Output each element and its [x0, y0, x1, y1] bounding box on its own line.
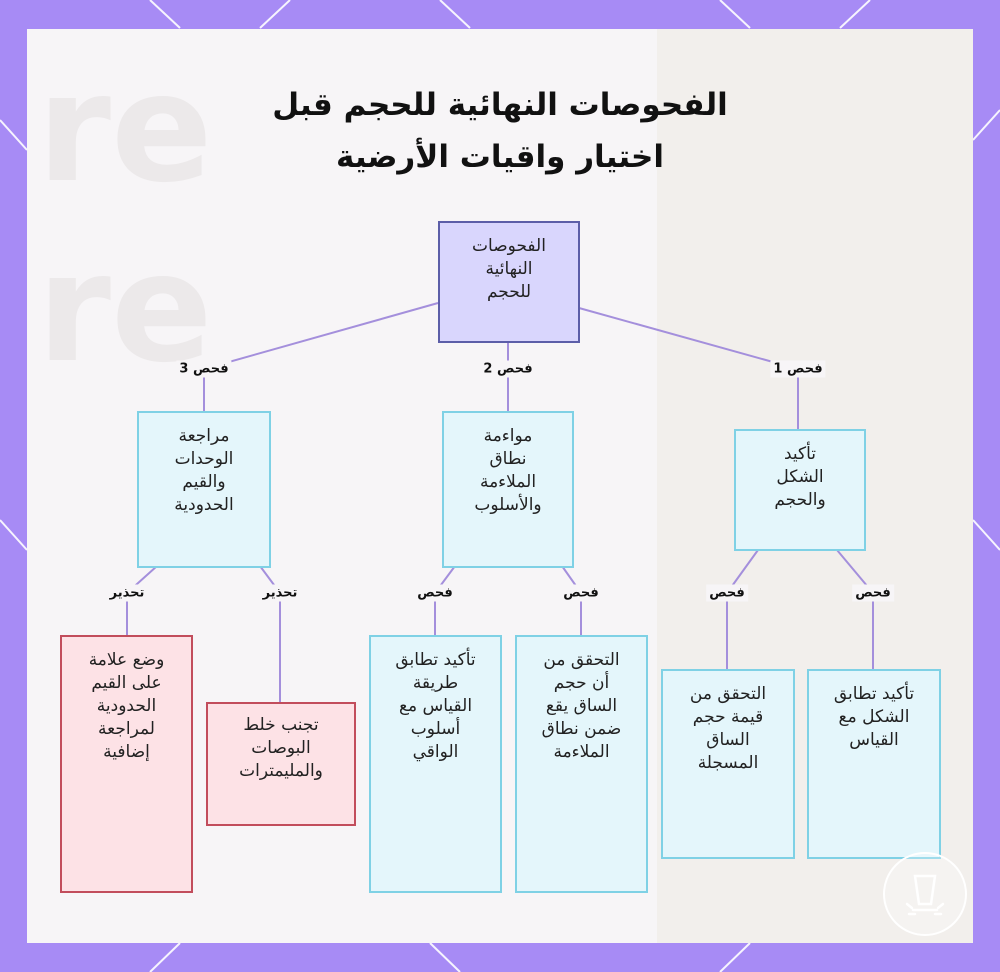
title-line-2: اختيار واقيات الأرضية: [336, 139, 664, 175]
edge-label-method-match: فحص: [414, 584, 456, 602]
node-fit-range-line: والأسلوب: [474, 495, 542, 515]
node-method-match-line: أسلوب: [410, 719, 461, 739]
node-shape-match-line: القياس: [849, 730, 899, 750]
edge-label-boundary-warning: تحذير: [106, 584, 148, 602]
node-units-warning-line: البوصات: [251, 738, 311, 758]
node-range-check-line: أن حجم: [553, 673, 610, 693]
node-root-line: النهائية: [485, 259, 533, 279]
node-recorded-size-line: التحقق من: [689, 684, 767, 704]
node-shape-match: تأكيد تطابق الشكل مع القياس: [807, 669, 941, 859]
node-root: الفحوصات النهائية للحجم: [438, 221, 580, 343]
node-range-check-line: الساق يقع: [545, 696, 618, 716]
edge-label-check-3: فحص 3: [176, 360, 232, 378]
node-shape-size-line: تأكيد: [783, 444, 817, 464]
node-units-warning-line: والمليمترات: [239, 761, 323, 781]
node-method-match: تأكيد تطابق طريقة القياس مع أسلوب الواقي: [369, 635, 502, 893]
node-boundary-warning-line: الحدودية: [96, 696, 157, 716]
node-boundary-warning-line: إضافية: [103, 742, 150, 762]
page-title: الفحوصات النهائية للحجم قبل اختيار واقيا…: [27, 79, 973, 183]
node-recorded-size-line: قيمة حجم: [692, 707, 764, 727]
node-method-match-line: طريقة: [412, 673, 459, 693]
edge-cat1-c1b: [726, 549, 759, 669]
watermark-text-top: re: [37, 42, 213, 216]
node-units-warning-line: تجنب خلط: [243, 715, 319, 735]
node-shape-match-line: تأكيد تطابق: [833, 684, 915, 704]
node-units-review-line: الوحدات: [174, 449, 234, 469]
edge-label-range-check: فحص: [560, 584, 602, 602]
node-range-check-line: الملاءمة: [553, 742, 610, 762]
edge-label-units-warning: تحذير: [259, 584, 301, 602]
edge-label-check-1: فحص 1: [770, 360, 826, 378]
node-fit-range-line: مواءمة: [483, 426, 533, 446]
node-recorded-size: التحقق من قيمة حجم الساق المسجلة: [661, 669, 795, 859]
node-recorded-size-line: الساق: [706, 730, 750, 750]
watermark-text-bottom: re: [37, 222, 213, 396]
node-range-check: التحقق من أن حجم الساق يقع ضمن نطاق المل…: [515, 635, 648, 893]
edge-label-check-2: فحص 2: [480, 360, 536, 378]
node-shape-size-line: والحجم: [774, 490, 826, 510]
node-shape-match-line: الشكل مع: [838, 707, 910, 727]
node-range-check-line: التحقق من: [543, 650, 620, 670]
node-recorded-size-line: المسجلة: [697, 753, 759, 773]
node-units-review-line: مراجعة: [178, 426, 230, 446]
node-units-warning: تجنب خلط البوصات والمليمترات: [206, 702, 356, 826]
node-units-review-line: والقيم: [182, 472, 226, 492]
node-boundary-warning-line: على القيم: [91, 673, 162, 693]
node-boundary-warning-line: لمراجعة: [98, 719, 155, 739]
node-method-match-line: تأكيد تطابق: [395, 650, 476, 670]
node-shape-size-line: الشكل: [776, 467, 824, 487]
node-root-line: للحجم: [486, 282, 532, 302]
node-fit-range: مواءمة نطاق الملاءمة والأسلوب: [442, 411, 574, 568]
edge-cat1-c1a: [836, 549, 874, 669]
node-units-review-line: الحدودية: [174, 495, 234, 515]
edge-root-check1: [578, 307, 799, 370]
node-boundary-warning: وضع علامة على القيم الحدودية لمراجعة إضا…: [60, 635, 193, 893]
node-method-match-line: القياس مع: [398, 696, 473, 716]
node-shape-size: تأكيد الشكل والحجم: [734, 429, 866, 551]
node-fit-range-line: الملاءمة: [479, 472, 537, 492]
node-boundary-warning-line: وضع علامة: [88, 650, 165, 670]
node-root-line: الفحوصات: [472, 236, 546, 256]
node-range-check-line: ضمن نطاق: [541, 719, 622, 739]
node-units-review: مراجعة الوحدات والقيم الحدودية: [137, 411, 271, 568]
cup-icon: [905, 874, 945, 916]
infographic-card: re re الفحوصات النهائية للحجم قبل اختيار…: [27, 29, 973, 943]
brand-logo: [883, 852, 967, 936]
node-fit-range-line: نطاق: [489, 449, 527, 469]
title-line-1: الفحوصات النهائية للحجم قبل: [272, 87, 728, 123]
edge-root-check3: [203, 302, 439, 370]
edge-label-shape-match: فحص: [852, 584, 894, 602]
node-method-match-line: الواقي: [412, 742, 459, 762]
edge-label-recorded-size: فحص: [706, 584, 748, 602]
